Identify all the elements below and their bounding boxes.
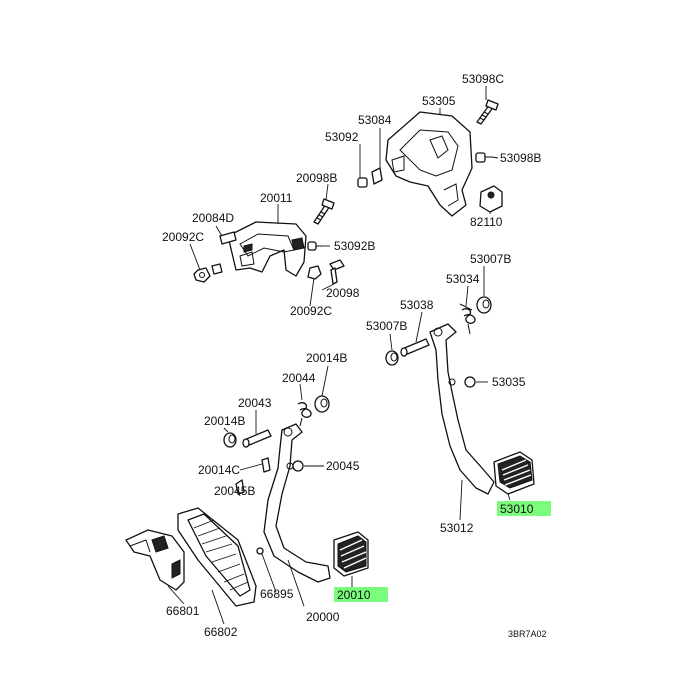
spring-53034 (459, 303, 476, 335)
label-53012: 53012 (440, 521, 474, 535)
label-66895: 66895 (260, 587, 294, 601)
part-20084D (219, 231, 237, 245)
label-53092B: 53092B (334, 239, 375, 253)
label-53038: 53038 (400, 298, 434, 312)
bolt-20098B (313, 198, 335, 225)
label-20098: 20098 (326, 286, 360, 300)
label-53007B-left: 53007B (366, 319, 407, 333)
label-53010: 53010 (500, 502, 534, 516)
nut-20092C-left (193, 263, 223, 283)
label-20014B-left: 20014B (204, 414, 245, 428)
label-20092C-top: 20092C (162, 230, 204, 244)
label-20010: 20010 (337, 588, 371, 602)
label-20014B-top: 20014B (306, 351, 347, 365)
label-20044: 20044 (282, 371, 316, 385)
label-53034: 53034 (446, 272, 480, 286)
label-20045: 20045 (326, 459, 360, 473)
brake-pedal-arm (263, 423, 331, 583)
label-20098B: 20098B (296, 171, 337, 185)
bushing-20014B-top (314, 395, 330, 413)
switch-82110 (479, 185, 503, 213)
label-20084D: 20084D (192, 211, 234, 225)
spring-20044 (297, 402, 312, 427)
diagram-code: 3BR7A02 (508, 629, 547, 639)
label-20092C-lower: 20092C (290, 304, 332, 318)
label-53098C: 53098C (462, 72, 504, 86)
accelerator-pedal-66802 (177, 507, 257, 607)
stopper-53035 (464, 376, 476, 388)
label-53035: 53035 (492, 375, 526, 389)
bushing-53007B-right (476, 296, 492, 314)
brake-pedal-pad (333, 531, 369, 577)
label-53305: 53305 (422, 94, 456, 108)
leader-lines (167, 86, 511, 625)
nut-20092C-lower (307, 265, 322, 280)
bolt-53098C (476, 99, 499, 125)
nut-53098B (475, 152, 492, 163)
part-labels: 53098C 53305 53084 53092 53098B 20098B 2… (162, 72, 547, 639)
screw-66895 (256, 547, 264, 555)
label-53092: 53092 (325, 130, 359, 144)
label-82110: 82110 (470, 215, 503, 229)
clutch-pedal-arm (429, 323, 495, 495)
label-20014C: 20014C (198, 463, 240, 477)
nut-53092 (357, 177, 368, 188)
clip-53084 (371, 167, 383, 185)
label-53007B-right: 53007B (470, 252, 511, 266)
accelerator-bracket-66801 (125, 529, 185, 591)
label-53098B: 53098B (500, 151, 541, 165)
clutch-pedal-bracket (385, 111, 473, 217)
highlight-53010 (497, 501, 551, 516)
label-66801: 66801 (166, 604, 200, 618)
clutch-pedal-pad (493, 451, 535, 495)
label-20045B: 20045B (214, 484, 255, 498)
bushing-20014B-left (223, 432, 237, 448)
label-53084: 53084 (358, 113, 392, 127)
clip-20014C (261, 457, 271, 473)
stopper-20045 (292, 460, 304, 472)
nut-53092B (307, 241, 322, 251)
label-20011: 20011 (260, 191, 293, 205)
brake-pedal-bracket (227, 221, 307, 277)
pin-53038 (400, 338, 430, 357)
highlight-20010 (334, 587, 388, 602)
label-66802: 66802 (204, 625, 238, 639)
bolt-20098 (329, 259, 345, 285)
bushing-53007B-left (385, 350, 399, 366)
pin-20043 (242, 429, 272, 448)
label-20000: 20000 (306, 610, 340, 624)
label-20043: 20043 (238, 396, 272, 410)
